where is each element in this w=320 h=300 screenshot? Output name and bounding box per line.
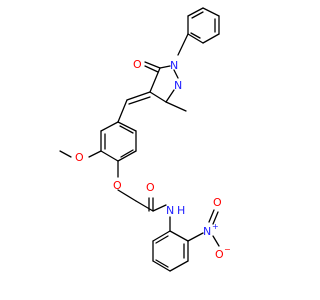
methoxy-oxygen-label: O [75, 151, 84, 164]
ether-oxygen-label: O [113, 179, 122, 192]
bond-lines [59, 7, 220, 272]
pyrazole-n2-label: N [174, 79, 182, 92]
pyrazole-n1-label: N [170, 59, 178, 72]
nitro-oxygen-bottom-label: O [215, 248, 224, 261]
amide-oxygen-label: O [146, 181, 155, 194]
nitro-nitrogen-label: N [203, 225, 211, 238]
amide-nitrogen-label: N [166, 204, 174, 217]
nitro-oxygen-bottom-charge: − [224, 245, 231, 254]
amide-hydrogen-label: H [177, 204, 185, 217]
carbonyl-oxygen-label: O [133, 58, 142, 71]
nitro-oxygen-top-label: O [213, 196, 222, 209]
molecule-structure: O N N O O O N H N + O O − [59, 7, 231, 272]
nitro-nitrogen-charge: + [212, 222, 219, 231]
atom-labels: O N N O O O N H N + O O − [75, 58, 231, 261]
